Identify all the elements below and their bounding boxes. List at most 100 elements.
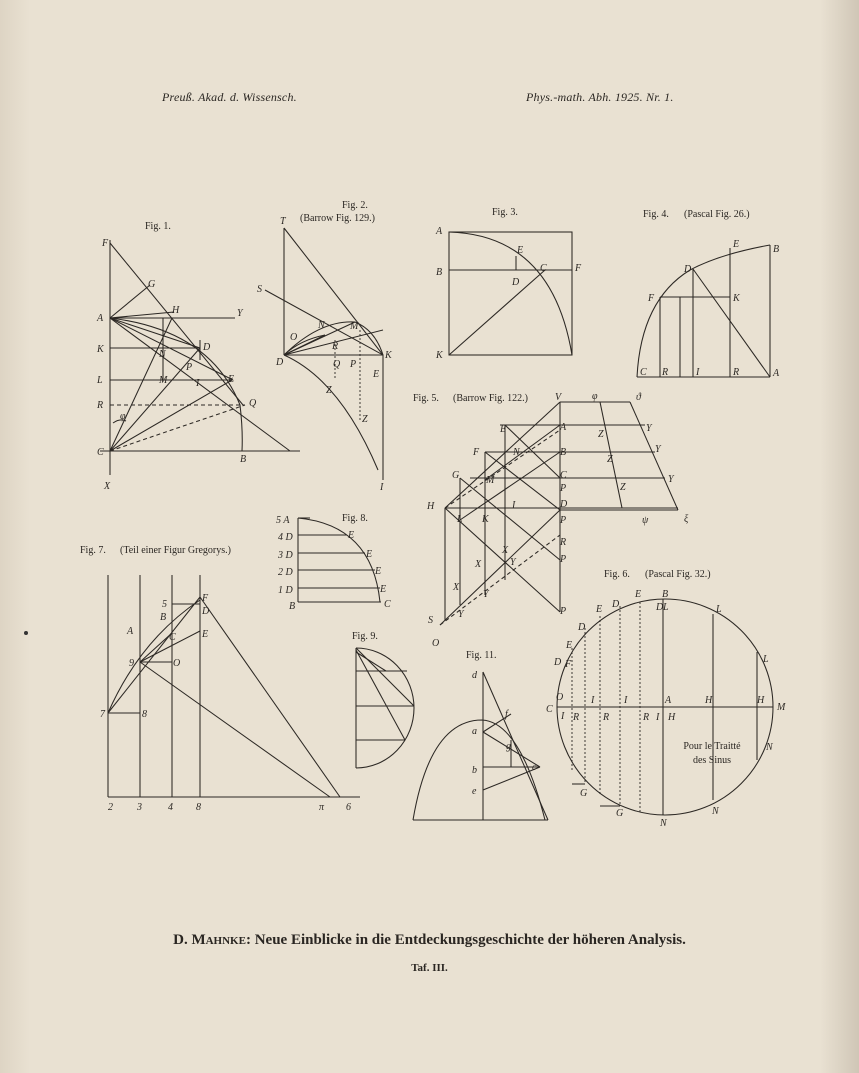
svg-text:P: P	[559, 483, 566, 494]
plate-title: D. Mahnke: Neue Einblicke in die Entdeck…	[0, 932, 859, 949]
svg-text:L: L	[715, 604, 722, 615]
svg-text:C: C	[169, 632, 176, 643]
svg-text:E: E	[595, 604, 602, 615]
fig6-inscription-line2: des Sinus	[692, 755, 732, 766]
fig8-drawing: 5 A4 D 3 D2 D 1 DB EE EE C	[276, 515, 391, 612]
svg-text:I: I	[560, 711, 565, 722]
svg-text:e: e	[472, 786, 477, 797]
svg-text:F: F	[101, 238, 109, 249]
svg-text:S: S	[257, 284, 262, 295]
plate-title-text: : Neue Einblicke in die Entdeckungsgesch…	[245, 932, 686, 948]
svg-text:c: c	[532, 762, 537, 773]
svg-text:N: N	[711, 806, 720, 817]
svg-text:O: O	[556, 692, 563, 703]
svg-text:R: R	[559, 537, 566, 548]
svg-text:B: B	[662, 589, 668, 600]
svg-text:Y: Y	[510, 557, 517, 568]
svg-text:R: R	[572, 712, 579, 723]
fig9-caption: Fig. 9.	[352, 631, 378, 642]
svg-text:8: 8	[142, 709, 147, 720]
svg-text:I: I	[195, 378, 200, 389]
svg-text:H: H	[426, 501, 435, 512]
svg-text:E: E	[227, 374, 234, 385]
svg-text:B: B	[773, 244, 779, 255]
svg-text:X: X	[501, 545, 509, 556]
svg-text:P: P	[185, 362, 192, 373]
svg-text:A: A	[126, 626, 134, 637]
svg-text:F: F	[647, 293, 655, 304]
svg-text:G: G	[452, 470, 459, 481]
svg-text:π: π	[319, 802, 325, 813]
fig2-caption: Fig. 2.	[342, 200, 368, 211]
svg-text:L: L	[456, 514, 463, 525]
svg-text:6: 6	[346, 802, 351, 813]
svg-text:X: X	[474, 559, 482, 570]
svg-text:ξ: ξ	[684, 514, 689, 525]
svg-text:R: R	[732, 367, 739, 378]
svg-text:D: D	[611, 599, 620, 610]
svg-text:I: I	[511, 500, 516, 511]
svg-text:E: E	[347, 530, 354, 541]
svg-text:4: 4	[168, 802, 173, 813]
svg-text:E: E	[634, 589, 641, 600]
svg-text:E: E	[201, 629, 208, 640]
svg-text:f: f	[505, 709, 509, 720]
specks	[24, 631, 28, 635]
svg-text:E: E	[365, 549, 372, 560]
svg-text:C: C	[540, 263, 547, 274]
svg-text:N: N	[512, 447, 521, 458]
svg-text:g: g	[506, 741, 511, 752]
svg-text:Y: Y	[483, 589, 490, 600]
svg-text:F: F	[472, 447, 480, 458]
svg-text:E: E	[516, 245, 523, 256]
svg-text:I: I	[379, 482, 384, 493]
svg-text:F: F	[564, 659, 572, 670]
svg-text:D: D	[553, 657, 562, 668]
fig9-drawing	[355, 647, 415, 769]
svg-text:M: M	[349, 321, 359, 332]
svg-text:R: R	[96, 400, 103, 411]
svg-text:D: D	[201, 606, 210, 617]
svg-text:X: X	[452, 582, 460, 593]
svg-text:V: V	[555, 392, 563, 403]
svg-text:A: A	[435, 226, 443, 237]
svg-text:K: K	[732, 293, 741, 304]
svg-text:E: E	[565, 640, 572, 651]
fig6-inscription-line1: Pour le Traitté	[683, 741, 741, 752]
fig3-caption: Fig. 3.	[492, 207, 518, 218]
fig2-drawing: TS ON MD RQ PK ZZ EI	[257, 216, 393, 493]
svg-text:C: C	[384, 599, 391, 610]
svg-text:I: I	[623, 695, 628, 706]
svg-text:G: G	[148, 279, 155, 290]
svg-text:D: D	[275, 357, 284, 368]
svg-text:M: M	[485, 475, 495, 486]
svg-text:ψ: ψ	[642, 515, 649, 526]
fig11-caption: Fig. 11.	[466, 650, 497, 661]
fig5-subcaption: (Barrow Fig. 122.)	[453, 393, 528, 404]
svg-text:B: B	[560, 447, 566, 458]
fig8-caption: Fig. 8.	[342, 513, 368, 524]
svg-text:E: E	[499, 424, 506, 435]
svg-text:2: 2	[108, 802, 113, 813]
svg-text:O: O	[290, 332, 297, 343]
svg-text:F: F	[574, 263, 582, 274]
svg-text:N: N	[158, 349, 167, 360]
fig7-subcaption: (Teil einer Figur Gregorys.)	[120, 545, 231, 556]
svg-text:Y: Y	[655, 444, 662, 455]
svg-text:R: R	[661, 367, 668, 378]
svg-text:N: N	[659, 818, 668, 829]
svg-text:M: M	[158, 375, 168, 386]
svg-text:4 D: 4 D	[278, 532, 294, 543]
svg-text:Y: Y	[458, 609, 465, 620]
svg-text:D: D	[559, 499, 568, 510]
fig6-caption: Fig. 6.	[604, 569, 630, 580]
svg-text:E: E	[372, 369, 379, 380]
svg-text:I: I	[655, 712, 660, 723]
svg-text:K: K	[435, 350, 444, 361]
svg-text:B: B	[436, 267, 442, 278]
svg-text:d: d	[472, 670, 478, 681]
svg-text:L: L	[762, 654, 769, 665]
svg-text:S: S	[428, 615, 433, 626]
